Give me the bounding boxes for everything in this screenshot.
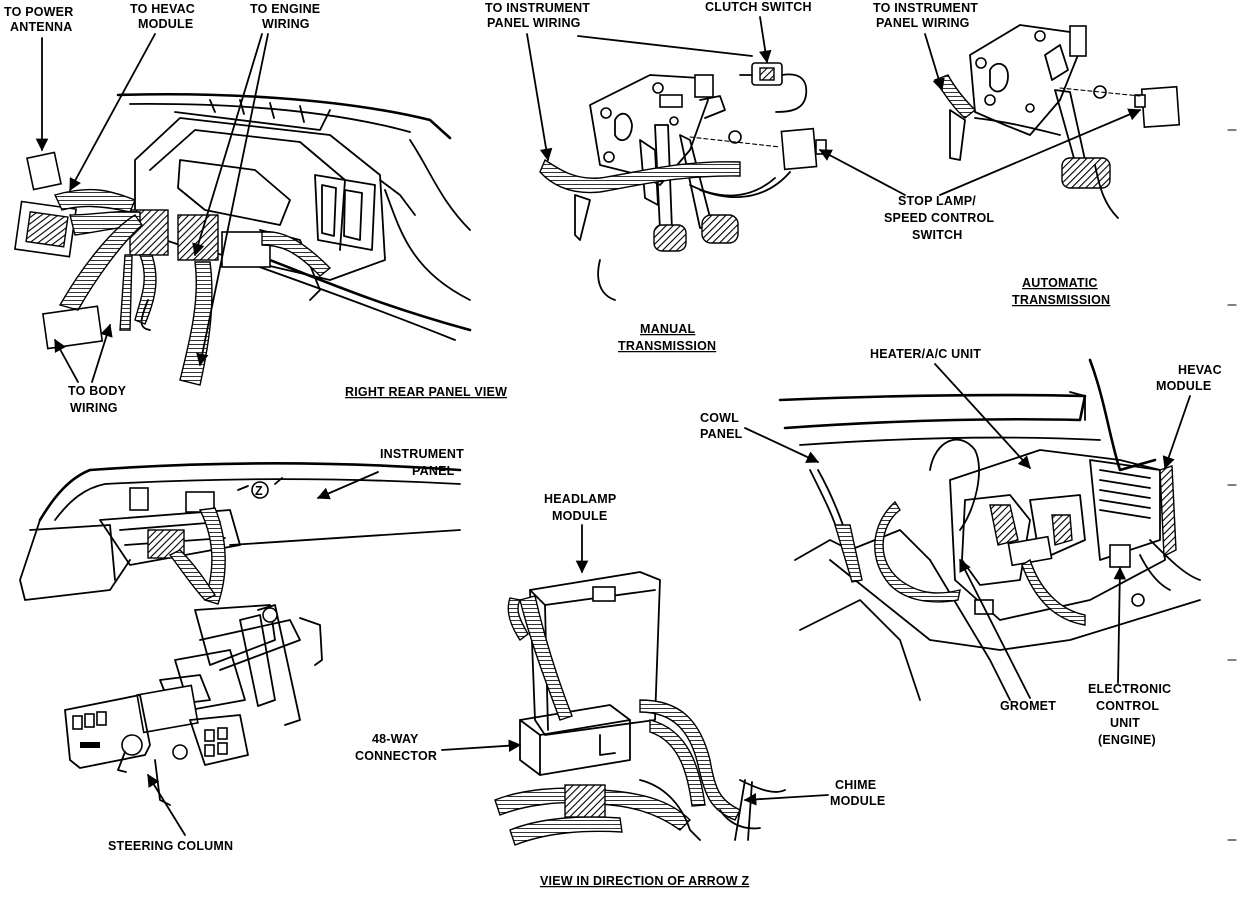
label-48-way-connector: 48-WAY CONNECTOR: [355, 732, 437, 763]
ecu-line3: UNIT: [1110, 716, 1140, 730]
automatic-transmission-illustration: [933, 24, 1181, 219]
auto-ip-wiring-line2: PANEL WIRING: [876, 16, 970, 30]
label-gromet: GROMET: [1000, 699, 1056, 713]
chime-line1: CHIME: [835, 778, 876, 792]
label-power-antenna: TO POWER ANTENNA: [4, 5, 73, 34]
label-auto-to-instrument-panel-wiring: TO INSTRUMENT PANEL WIRING: [873, 1, 978, 30]
instrument-panel-line2: PANEL: [412, 464, 455, 478]
cowl-leader-lines: [744, 363, 1191, 699]
to-hevac-line1: TO HEVAC: [130, 2, 195, 16]
label-steering-column: STEERING COLUMN: [108, 839, 233, 853]
title-right-rear-panel-view: RIGHT REAR PANEL VIEW: [345, 385, 507, 399]
chime-line2: MODULE: [830, 794, 885, 808]
arrow-z-view-illustration: [494, 571, 786, 846]
label-to-engine-wiring: TO ENGINE WIRING: [250, 2, 320, 31]
title-automatic-transmission: AUTOMATIC TRANSMISSION: [1012, 276, 1110, 307]
label-clutch-switch: CLUTCH SWITCH: [705, 0, 812, 14]
hevac-module-line2: MODULE: [1156, 379, 1211, 393]
power-antenna-line1: TO POWER: [4, 5, 73, 19]
manual-title-line1: MANUAL: [640, 322, 696, 336]
to-body-line1: TO BODY: [68, 384, 127, 398]
cowl-panel-line1: COWL: [700, 411, 739, 425]
ecu-line2: CONTROL: [1096, 699, 1159, 713]
margin-ticks: [1227, 129, 1237, 841]
manual-title-line2: TRANSMISSION: [618, 339, 716, 353]
hevac-module-line1: HEVAC: [1178, 363, 1222, 377]
steering-leader-lines: [147, 471, 379, 836]
label-heater-ac-unit: HEATER/A/C UNIT: [870, 347, 981, 361]
auto-title-line1: AUTOMATIC: [1022, 276, 1098, 290]
steering-column-illustration: Z: [19, 461, 462, 806]
label-instrument-panel: INSTRUMENT PANEL: [380, 447, 464, 478]
title-view-arrow-z: VIEW IN DIRECTION OF ARROW Z: [540, 874, 749, 888]
headlamp-line2: MODULE: [552, 509, 607, 523]
manual-ip-wiring-line2: PANEL WIRING: [487, 16, 581, 30]
headlamp-line1: HEADLAMP: [544, 492, 616, 506]
connector-line2: CONNECTOR: [355, 749, 437, 763]
right-rear-panel-illustration: [14, 92, 472, 386]
stop-lamp-line2: SPEED CONTROL: [884, 211, 994, 225]
connector-line1: 48-WAY: [372, 732, 419, 746]
label-headlamp-module: HEADLAMP MODULE: [544, 492, 616, 523]
cowl-panel-line2: PANEL: [700, 427, 743, 441]
label-to-hevac-module: TO HEVAC MODULE: [130, 2, 195, 31]
label-chime-module: CHIME MODULE: [830, 778, 885, 808]
label-stop-lamp-speed-control-switch: STOP LAMP/ SPEED CONTROL SWITCH: [884, 194, 994, 242]
manual-ip-wiring-line1: TO INSTRUMENT: [485, 1, 590, 15]
label-hevac-module: HEVAC MODULE: [1156, 363, 1222, 393]
manual-leader-lines: [526, 16, 772, 162]
to-engine-line1: TO ENGINE: [250, 2, 320, 16]
automatic-leader-lines: [818, 33, 1142, 196]
cowl-heater-illustration: [778, 358, 1201, 701]
stop-lamp-line1: STOP LAMP/: [898, 194, 976, 208]
to-engine-line2: WIRING: [262, 17, 310, 31]
to-body-line2: WIRING: [70, 401, 118, 415]
auto-ip-wiring-line1: TO INSTRUMENT: [873, 1, 978, 15]
ecu-line1: ELECTRONIC: [1088, 682, 1171, 696]
title-manual-transmission: MANUAL TRANSMISSION: [618, 322, 716, 353]
stop-lamp-line3: SWITCH: [912, 228, 963, 242]
auto-title-line2: TRANSMISSION: [1012, 293, 1110, 307]
arrow-z-leader-lines: [441, 524, 829, 806]
right-rear-leader-lines: [35, 33, 269, 383]
power-antenna-line2: ANTENNA: [10, 20, 73, 34]
manual-transmission-illustration: [539, 62, 827, 301]
to-hevac-line2: MODULE: [138, 17, 193, 31]
label-manual-to-instrument-panel-wiring: TO INSTRUMENT PANEL WIRING: [485, 1, 590, 30]
label-cowl-panel: COWL PANEL: [700, 411, 743, 441]
arrow-z-letter: Z: [255, 484, 263, 498]
instrument-panel-line1: INSTRUMENT: [380, 447, 464, 461]
label-electronic-control-unit: ELECTRONIC CONTROL UNIT (ENGINE): [1088, 682, 1171, 747]
ecu-line4: (ENGINE): [1098, 733, 1156, 747]
label-to-body-wiring: TO BODY WIRING: [68, 384, 127, 415]
